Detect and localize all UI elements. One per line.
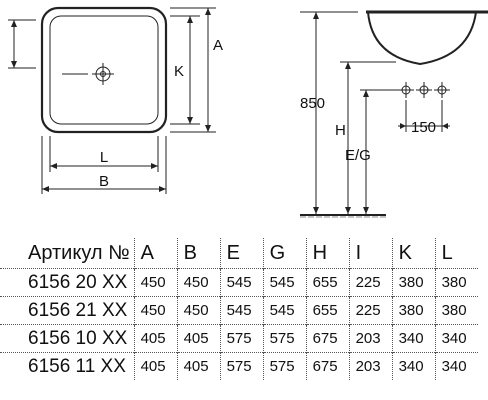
article-number: 6156 20 XX <box>0 268 135 297</box>
dimension-h: H <box>335 61 396 214</box>
value-g: 545 <box>262 296 307 325</box>
dimension-b: B <box>41 136 167 194</box>
label-h: H <box>335 122 346 139</box>
header-g: G <box>262 238 307 269</box>
value-i: 203 <box>348 352 393 380</box>
label-a: A <box>213 37 223 54</box>
table-header-row: Артикул № A B E G H I K L <box>0 238 478 269</box>
connection-center <box>416 82 432 98</box>
specification-table-container: Артикул № A B E G H I K L 6156 20 XX 450… <box>0 238 488 380</box>
value-k: 380 <box>391 268 436 297</box>
header-a: A <box>133 238 178 269</box>
value-b: 450 <box>176 268 221 297</box>
dimension-150: 150 <box>398 100 450 136</box>
dimension-a: A <box>170 7 223 133</box>
value-l: 340 <box>434 324 478 353</box>
value-b: 405 <box>176 352 221 380</box>
value-a: 450 <box>133 268 178 297</box>
label-850: 850 <box>300 95 325 112</box>
dimension-l: L <box>49 136 159 172</box>
value-k: 340 <box>391 352 436 380</box>
header-k: K <box>391 238 436 269</box>
label-k: K <box>174 63 184 80</box>
article-number: 6156 21 XX <box>0 296 135 325</box>
header-l: L <box>434 238 478 269</box>
connection-left <box>398 82 414 98</box>
dimension-i <box>8 19 36 69</box>
basin-inner-outline <box>49 15 159 125</box>
value-g: 575 <box>262 352 307 380</box>
value-h: 655 <box>305 268 350 297</box>
value-k: 340 <box>391 324 436 353</box>
value-g: 575 <box>262 324 307 353</box>
technical-drawing: K A L B 850 <box>8 6 488 218</box>
label-150: 150 <box>411 119 436 136</box>
basin-top-view <box>40 6 168 134</box>
value-h: 655 <box>305 296 350 325</box>
floor-line <box>300 214 386 218</box>
dimension-k: K <box>170 15 200 125</box>
header-i: I <box>348 238 393 269</box>
value-g: 545 <box>262 268 307 297</box>
value-i: 203 <box>348 324 393 353</box>
header-e: E <box>219 238 264 269</box>
value-i: 225 <box>348 296 393 325</box>
header-h: H <box>305 238 350 269</box>
connection-right <box>434 82 450 98</box>
table-row: 6156 11 XX 405 405 575 575 675 203 340 3… <box>0 352 478 380</box>
value-a: 405 <box>133 324 178 353</box>
value-e: 545 <box>219 268 264 297</box>
header-article: Артикул № <box>28 241 130 264</box>
value-h: 675 <box>305 324 350 353</box>
table-row: 6156 21 XX 450 450 545 545 655 225 380 3… <box>0 296 478 325</box>
table-row: 6156 10 XX 405 405 575 575 675 203 340 3… <box>0 324 478 353</box>
value-a: 405 <box>133 352 178 380</box>
header-b: B <box>176 238 221 269</box>
label-e-g: E/G <box>345 147 371 164</box>
value-k: 380 <box>391 296 436 325</box>
drain-symbol <box>62 63 114 85</box>
value-e: 575 <box>219 324 264 353</box>
value-l: 380 <box>434 268 478 297</box>
dimension-e-g: E/G <box>345 89 404 214</box>
value-b: 405 <box>176 324 221 353</box>
label-b: B <box>99 173 109 190</box>
article-number: 6156 10 XX <box>0 324 135 353</box>
value-e: 575 <box>219 352 264 380</box>
value-e: 545 <box>219 296 264 325</box>
value-l: 380 <box>434 296 478 325</box>
value-h: 675 <box>305 352 350 380</box>
basin-side-view <box>300 10 488 66</box>
dimension-850: 850 <box>300 12 325 214</box>
label-l: L <box>100 149 108 166</box>
value-b: 450 <box>176 296 221 325</box>
specification-table: Артикул № A B E G H I K L 6156 20 XX 450… <box>0 238 478 380</box>
value-l: 340 <box>434 352 478 380</box>
table-row: 6156 20 XX 450 450 545 545 655 225 380 3… <box>0 268 478 297</box>
article-number: 6156 11 XX <box>0 352 135 380</box>
water-connections <box>398 82 450 98</box>
value-i: 225 <box>348 268 393 297</box>
value-a: 450 <box>133 296 178 325</box>
basin-outer-outline <box>40 6 168 134</box>
